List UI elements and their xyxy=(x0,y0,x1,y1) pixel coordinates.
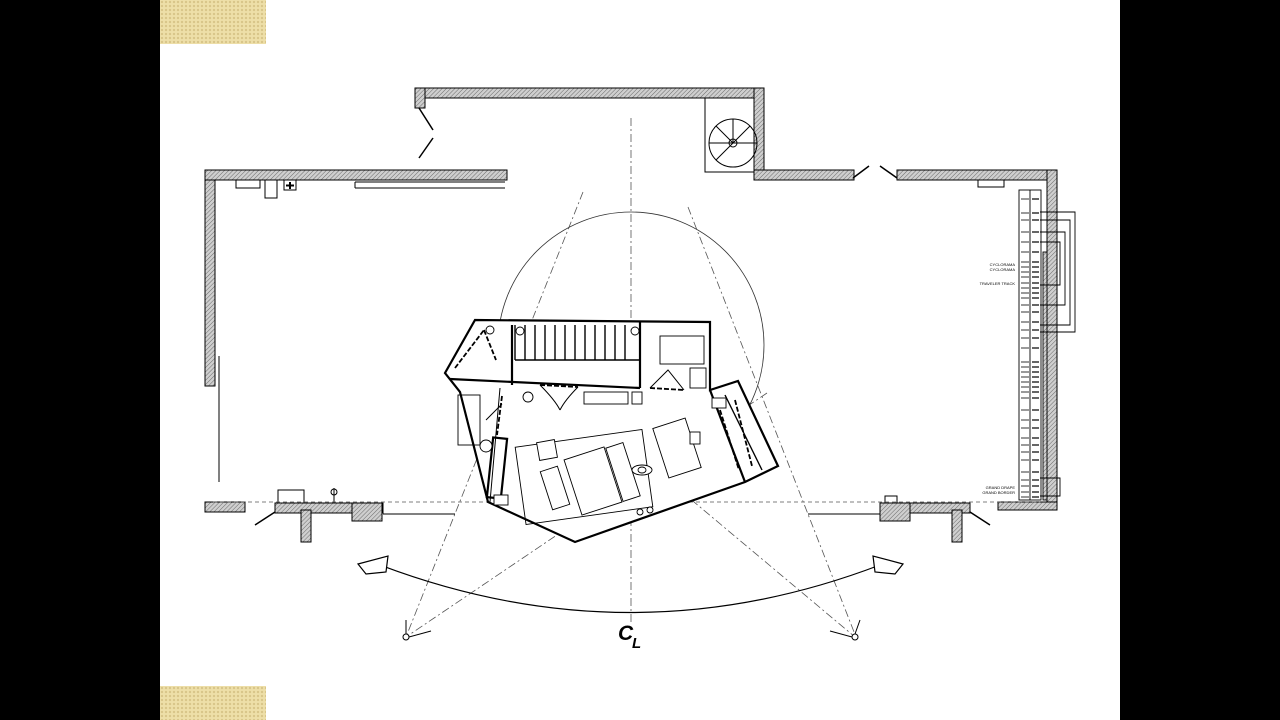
viewer-point-left xyxy=(402,633,410,641)
upper-left-wall xyxy=(204,169,508,181)
spiral-staircase xyxy=(704,97,758,173)
fixtures xyxy=(235,179,1005,504)
label-cyclorama-2: CYCLORAMA xyxy=(990,267,1016,272)
door-swings xyxy=(218,107,991,526)
viewer-points xyxy=(402,619,861,641)
label-grand-border: GRAND BORDER xyxy=(982,490,1015,495)
label-traveler-track: TRAVELER TRACK xyxy=(980,281,1016,286)
label-cyclorama-1: CYCLORAMA xyxy=(990,262,1016,267)
right-wall xyxy=(1046,169,1058,511)
left-wall xyxy=(204,169,216,387)
fly-rail-labels: CYCLORAMA CYCLORAMA TRAVELER TRACK GRAND… xyxy=(980,262,1016,495)
centerline-label: C L xyxy=(618,622,641,652)
set-furniture xyxy=(457,325,727,526)
lineset-ticks xyxy=(1021,198,1039,498)
upper-middle-wall xyxy=(414,87,765,99)
corner-tab-top xyxy=(160,0,266,44)
set-piece xyxy=(443,318,780,544)
upper-right-wall xyxy=(896,169,1058,181)
set-door-swings xyxy=(485,369,685,421)
centerline-label-l: L xyxy=(632,635,641,652)
set-doors xyxy=(454,329,753,471)
set-stairs xyxy=(514,325,640,361)
theatre-walls xyxy=(204,87,1058,543)
label-grand-drape: GRAND DRAPE xyxy=(986,485,1016,490)
proscenium-left xyxy=(204,501,246,513)
centerline-label-c: C xyxy=(618,622,634,645)
corner-tab-bottom xyxy=(160,686,266,720)
ground-plan-drawing: CYCLORAMA CYCLORAMA TRAVELER TRACK GRAND… xyxy=(204,87,1076,652)
slide: CYCLORAMA CYCLORAMA TRAVELER TRACK GRAND… xyxy=(160,0,1120,720)
viewer-point-right xyxy=(851,633,859,641)
audience-arc xyxy=(356,555,905,614)
